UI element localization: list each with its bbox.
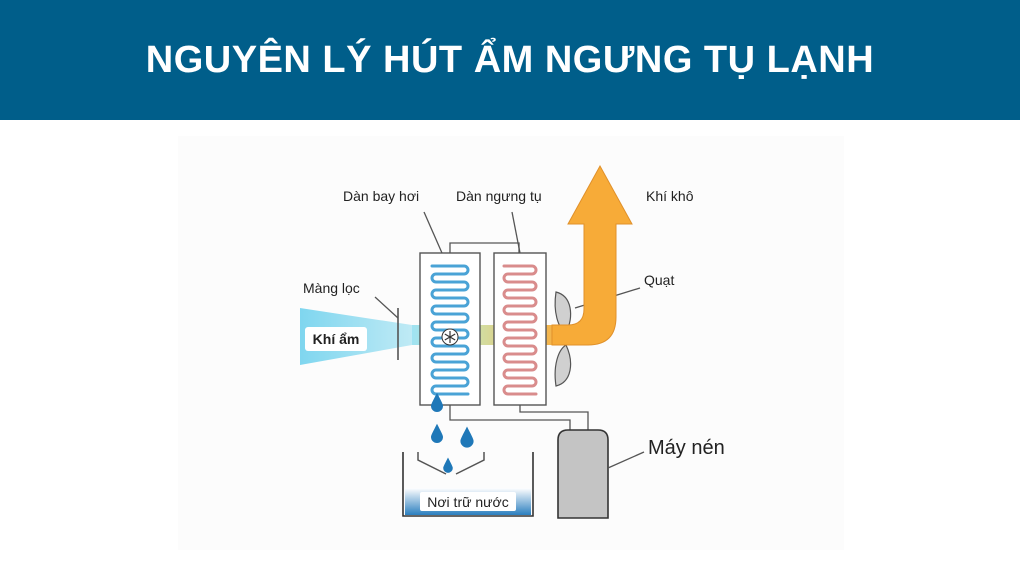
evaporator-pointer (423, 211, 443, 254)
fan-label: Quạt (644, 272, 674, 288)
page-title: NGUYÊN LÝ HÚT ẨM NGƯNG TỤ LẠNH (145, 38, 875, 81)
compressor-pointer (607, 451, 645, 469)
humid-air-label-box (305, 327, 367, 351)
funnel-left (417, 452, 447, 475)
humid-air-label: Khí ẩm (313, 331, 360, 347)
compressor (557, 429, 609, 519)
water-drops (431, 392, 474, 473)
water-tank (402, 452, 534, 517)
refrigerant-line-top (449, 242, 520, 253)
condenser-coil (502, 264, 538, 396)
water-drop-icon (431, 392, 443, 412)
condenser-label: Dàn ngưng tụ (456, 188, 542, 204)
dry-air-arrow (551, 164, 633, 346)
funnel-right (455, 452, 485, 475)
refrigerant-line-upper (519, 405, 589, 430)
refrigerant-line-lower (449, 405, 571, 430)
evaporator-label: Dàn bay hơi (343, 188, 419, 204)
compressor-label: Máy nén (648, 437, 725, 459)
dry-air-label: Khí khô (646, 188, 694, 204)
filter-label: Màng lọc (303, 280, 360, 296)
page-header: NGUYÊN LÝ HÚT ẨM NGƯNG TỤ LẠNH (0, 0, 1020, 120)
water-drop-icon (443, 457, 453, 473)
water-drop-icon (460, 426, 474, 448)
snowflake-icon (441, 328, 459, 346)
water-tank-label: Nơi trữ nước (427, 494, 508, 510)
filter-pointer (374, 296, 399, 319)
water-tank-label-box (420, 492, 516, 511)
water-drop-icon (431, 423, 443, 443)
